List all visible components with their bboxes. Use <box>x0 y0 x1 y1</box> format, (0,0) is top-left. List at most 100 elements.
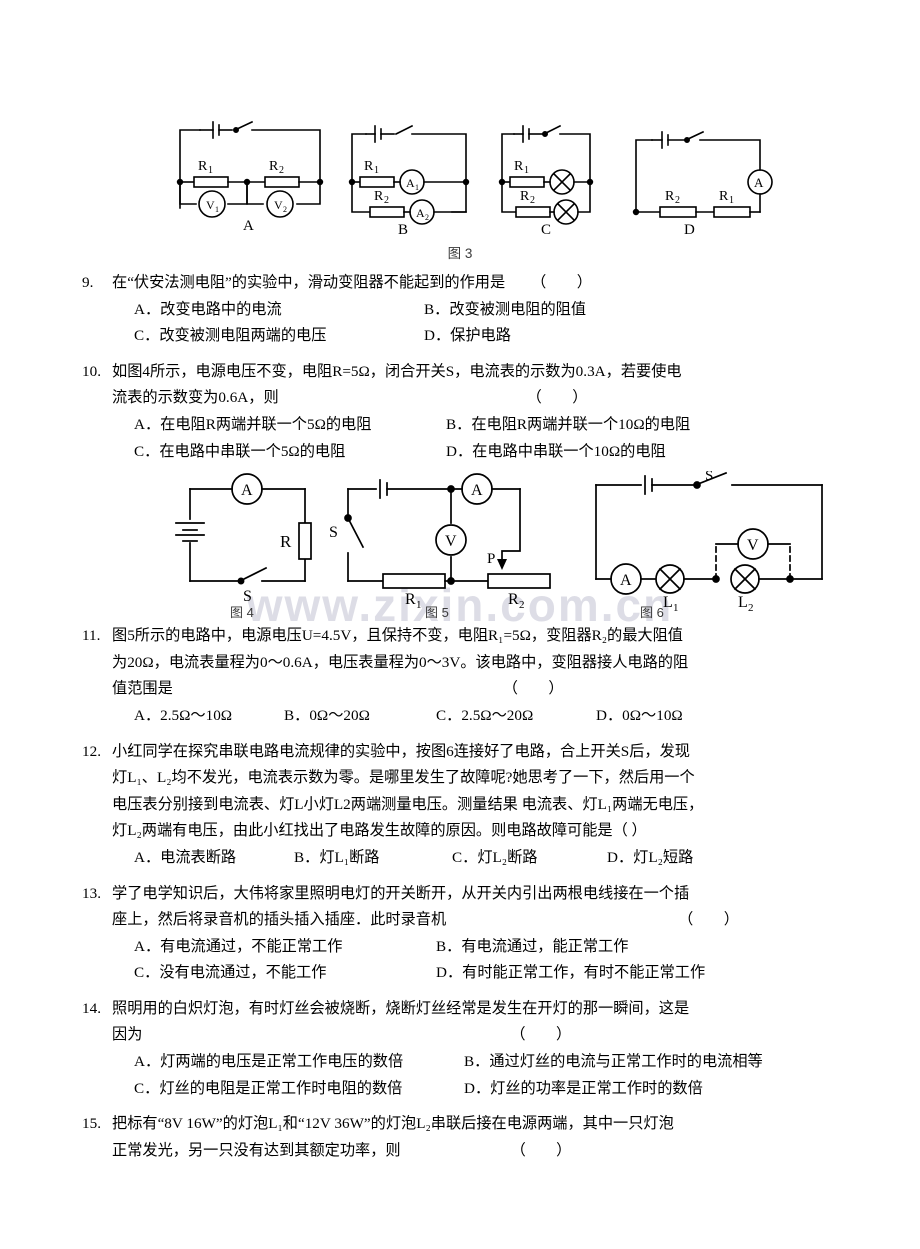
option-b[interactable]: B．通过灯丝的电流与正常工作时的电流相等 <box>464 1053 763 1071</box>
svg-text:R: R <box>364 159 374 174</box>
option-a[interactable]: A．在电阻R两端并联一个5Ω的电阻 <box>134 415 372 433</box>
question-14-stem-line-2: 因为 <box>112 1026 143 1044</box>
question-13: 13. 学了电学知识后，大伟将家里照明电灯的开关断开，从开关内引出两根电线接在一… <box>82 881 842 987</box>
svg-text:S: S <box>243 588 252 605</box>
option-c[interactable]: C．没有电流通过，不能工作 <box>134 964 327 982</box>
option-d[interactable]: D．灯L₂短路 <box>607 848 694 866</box>
svg-text:2: 2 <box>519 599 525 611</box>
svg-text:L: L <box>738 594 748 611</box>
svg-text:1: 1 <box>416 599 422 611</box>
question-11-answer-paren: （ ） <box>502 680 564 698</box>
figure-3-svg: R 1 R 2 V 1 V 2 A <box>176 120 773 238</box>
question-15: 15. 把标有“8V 16W”的灯泡L₁和“12V 36W”的灯泡L₂串联后接在… <box>82 1111 842 1164</box>
question-12-stem-line-1: 小红同学在探究串联电路电流规律的实验中，按图6连接好了电路，合上开关S后，发现 <box>112 742 690 760</box>
question-15-stem-line-1: 把标有“8V 16W”的灯泡L₁和“12V 36W”的灯泡L₂串联后接在电源两端… <box>112 1115 674 1133</box>
figure-4-circuit <box>175 473 312 585</box>
option-d[interactable]: D．在电路中串联一个10Ω的电阻 <box>446 442 666 460</box>
svg-text:R: R <box>719 189 729 204</box>
question-15-stem-line-2: 正常发光，另一只没有达到其额定功率，则 <box>112 1141 401 1159</box>
question-9: 9. 在“伏安法测电阻”的实验中，滑动变阻器不能起到的作用是（ ） A．改变电路… <box>82 270 842 350</box>
svg-text:R: R <box>405 591 416 608</box>
figure-3-caption: 图 3 <box>447 246 473 261</box>
option-row: A．电流表断路 B．灯L₁断路 C．灯L₂断路 D．灯L₂短路 <box>134 845 842 872</box>
option-a[interactable]: A．灯两端的电压是正常工作电压的数倍 <box>134 1053 404 1071</box>
svg-text:1: 1 <box>729 195 734 206</box>
svg-text:A: A <box>620 572 632 589</box>
question-14: 14. 照明用的白炽灯泡，有时灯丝会被烧断，烧断灯丝经常是发生在开灯的那一瞬间，… <box>82 996 842 1102</box>
svg-text:1: 1 <box>208 165 213 176</box>
figure-6-caption: 图 6 <box>640 605 664 619</box>
question-9-answer-paren: （ ） <box>531 274 592 291</box>
svg-text:V: V <box>445 533 457 550</box>
svg-text:A: A <box>406 176 415 190</box>
option-row: C．在电路中串联一个5Ω的电阻 D．在电路中串联一个10Ω的电阻 <box>134 439 842 466</box>
question-12-stem-line-2: 灯L₁、L₂均不发光，电流表示数为零。是哪里发生了故障呢?她思考了一下，然后用一… <box>112 769 695 787</box>
option-c[interactable]: C．在电路中串联一个5Ω的电阻 <box>134 442 346 460</box>
question-9-options: A．改变电路中的电流 B．改变被测电阻的阻值 C．改变被测电阻两端的电压 D．保护电… <box>82 297 842 350</box>
question-11-stem-line-2: 为20Ω，电流表量程为0～0.6A，电压表量程为0～3V。该电路中，变阻器接人电… <box>112 653 689 671</box>
svg-text:S: S <box>705 471 713 484</box>
question-14-stem-line-1: 照明用的白炽灯泡，有时灯丝会被烧断，烧断灯丝经常是发生在开灯的那一瞬间，这是 <box>112 999 690 1017</box>
circuit-option-a <box>176 120 324 218</box>
svg-text:2: 2 <box>283 205 287 214</box>
option-a[interactable]: A．有电流通过，不能正常工作 <box>134 937 343 955</box>
svg-text:R: R <box>514 159 524 174</box>
option-row: A．有电流通过，不能正常工作 B．有电流通过，能正常工作 <box>134 934 842 961</box>
option-b[interactable]: B．灯L₁断路 <box>294 848 380 866</box>
question-13-options: A．有电流通过，不能正常工作 B．有电流通过，能正常工作 C．没有电流通过，不能工… <box>82 934 842 987</box>
svg-text:R: R <box>269 159 279 174</box>
question-14-number: 14. <box>82 999 101 1017</box>
question-11-stem-line-3: 值范围是 <box>112 680 173 698</box>
svg-text:A: A <box>243 218 254 234</box>
option-b[interactable]: B．改变被测电阻的阻值 <box>424 300 587 318</box>
svg-text:V: V <box>206 198 215 212</box>
option-row: C．灯丝的电阻是正常工作时电阻的数倍 D．灯丝的功率是正常工作时的数倍 <box>134 1076 842 1103</box>
svg-text:1: 1 <box>215 205 219 214</box>
option-a[interactable]: A．电流表断路 <box>134 848 237 866</box>
question-9-stem: 在“伏安法测电阻”的实验中，滑动变阻器不能起到的作用是 <box>112 274 506 291</box>
figure-6-circuit <box>595 472 823 596</box>
option-b[interactable]: B．有电流通过，能正常工作 <box>436 937 629 955</box>
svg-text:1: 1 <box>524 165 529 176</box>
question-15-answer-paren: （ ） <box>510 1141 572 1159</box>
question-10-number: 10. <box>82 362 101 380</box>
svg-text:R: R <box>665 189 675 204</box>
question-11-options: A．2.5Ω～10Ω B．0Ω～20Ω C．2.5Ω～20Ω D．0Ω～10Ω <box>82 703 842 730</box>
question-12-stem-line-3: 电压表分别接到电流表、灯L小灯L2两端测量电压。测量结果 电流表、灯L₁两端无电… <box>112 795 704 813</box>
svg-text:2: 2 <box>425 213 429 222</box>
questions-group-top: 9. 在“伏安法测电阻”的实验中，滑动变阻器不能起到的作用是（ ） A．改变电路… <box>0 270 920 465</box>
figure-3-block: R 1 R 2 V 1 V 2 A <box>0 0 920 262</box>
question-11-stem-line-1: 图5所示的电路中，电源电压U=4.5V，且保持不变，电阻R₁=5Ω，变阻器R₂的… <box>112 627 683 645</box>
svg-text:P: P <box>487 551 495 567</box>
figures-456-block: A R S <box>0 471 920 619</box>
option-c[interactable]: C．改变被测电阻两端的电压 <box>134 327 327 345</box>
option-b[interactable]: B．在电阻R两端并联一个10Ω的电阻 <box>446 415 691 433</box>
option-c[interactable]: C．灯L₂断路 <box>452 848 538 866</box>
circuit-option-c <box>498 124 594 225</box>
option-c[interactable]: C．2.5Ω～20Ω <box>436 706 534 724</box>
option-d[interactable]: D．保护电路 <box>424 327 511 345</box>
svg-text:R: R <box>374 189 384 204</box>
svg-text:V: V <box>274 198 283 212</box>
question-14-answer-paren: （ ） <box>510 1026 572 1044</box>
questions-group-bottom: 11. 图5所示的电路中，电源电压U=4.5V，且保持不变，电阻R₁=5Ω，变阻… <box>0 623 920 1164</box>
question-10: 10. 如图4所示，电源电压不变，电阻R=5Ω，闭合开关S，电流表的示数为0.3… <box>82 359 842 465</box>
option-d[interactable]: D．有时能正常工作，有时不能正常工作 <box>436 964 706 982</box>
option-d[interactable]: D．灯丝的功率是正常工作时的数倍 <box>464 1079 703 1097</box>
option-d[interactable]: D．0Ω～10Ω <box>596 706 683 724</box>
option-a[interactable]: A．改变电路中的电流 <box>134 300 282 318</box>
figure-5-circuit <box>344 473 551 590</box>
svg-text:D: D <box>684 222 695 238</box>
question-10-stem-line-2: 流表的示数变为0.6A，则 <box>112 389 279 407</box>
option-a[interactable]: A．2.5Ω～10Ω <box>134 706 233 724</box>
option-c[interactable]: C．灯丝的电阻是正常工作时电阻的数倍 <box>134 1079 403 1097</box>
question-10-stem-line-1: 如图4所示，电源电压不变，电阻R=5Ω，闭合开关S，电流表的示数为0.3A，若要… <box>112 362 682 380</box>
circuit-option-b <box>348 124 470 225</box>
svg-text:1: 1 <box>673 602 679 614</box>
option-b[interactable]: B．0Ω～20Ω <box>284 706 370 724</box>
svg-text:2: 2 <box>384 195 389 206</box>
question-13-answer-paren: （ ） <box>678 911 739 929</box>
option-row: A．2.5Ω～10Ω B．0Ω～20Ω C．2.5Ω～20Ω D．0Ω～10Ω <box>134 703 842 730</box>
svg-text:A: A <box>471 482 483 499</box>
